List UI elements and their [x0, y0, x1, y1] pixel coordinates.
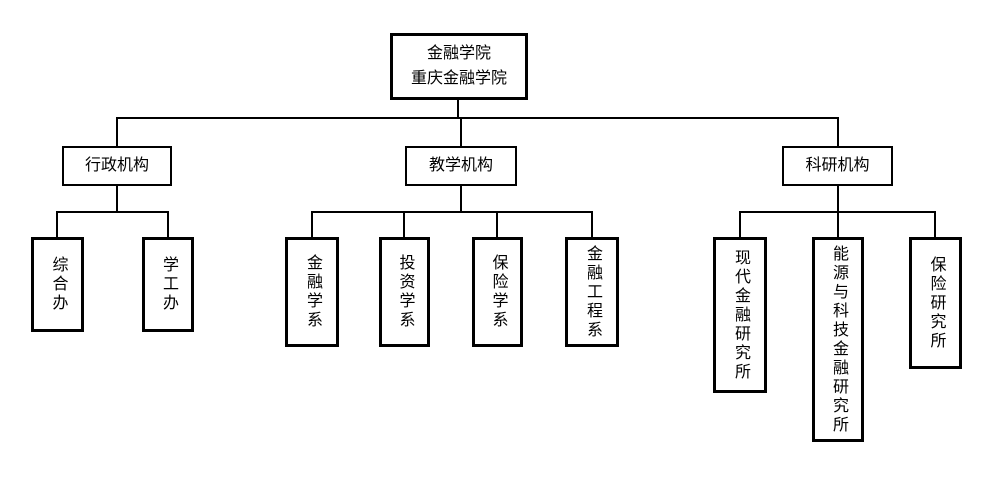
connector-teaching-bus: [311, 211, 593, 213]
connector-drop-student-office: [167, 211, 169, 238]
node-financial-engineering-dept: 金融工程系: [565, 237, 619, 347]
connector-drop-insurance-dept: [496, 211, 498, 238]
node-energy-tech-finance-institute: 能源与科技金融研究所: [812, 237, 864, 442]
node-investment-dept-label: 投资学系: [396, 254, 414, 330]
node-general-office-label: 综合办: [49, 256, 67, 313]
connector-level1-bus: [116, 117, 839, 119]
connector-drop-general-office: [56, 211, 58, 238]
connector-drop-insurance-institute: [934, 211, 936, 238]
node-root-line1: 金融学院: [426, 44, 491, 62]
node-insurance-institute: 保险研究所: [909, 237, 962, 369]
connector-drop-investment-dept: [403, 211, 405, 238]
connector-drop-teaching: [460, 117, 462, 147]
connector-drop-energy-tech-finance-institute: [837, 211, 839, 238]
node-general-office: 综合办: [31, 237, 84, 332]
connector-admin-bus: [56, 211, 169, 213]
node-investment-dept: 投资学系: [379, 237, 430, 347]
node-administrative: 行政机构: [62, 146, 172, 186]
connector-admin-stem: [116, 185, 118, 212]
node-finance-dept-label: 金融学系: [304, 254, 321, 330]
node-root-line2: 重庆金融学院: [410, 69, 507, 87]
node-student-affairs-office-label: 学工办: [160, 256, 177, 313]
connector-drop-research: [837, 117, 839, 147]
connector-root-stem: [457, 100, 459, 118]
connector-research-stem: [837, 185, 839, 212]
connector-drop-financial-engineering-dept: [591, 211, 593, 238]
node-insurance-dept: 保险学系: [472, 237, 523, 347]
node-modern-finance-institute-label: 现代金融研究所: [732, 248, 749, 382]
connector-drop-admin: [116, 117, 118, 147]
node-research: 科研机构: [782, 146, 893, 186]
node-finance-dept: 金融学系: [285, 237, 339, 347]
connector-drop-modern-finance-institute: [739, 211, 741, 238]
connector-teaching-stem: [460, 185, 462, 212]
node-root: 金融学院 重庆金融学院: [390, 33, 528, 100]
node-teaching: 教学机构: [405, 146, 517, 186]
node-energy-tech-finance-institute-label: 能源与科技金融研究所: [830, 244, 847, 435]
node-modern-finance-institute: 现代金融研究所: [713, 237, 767, 393]
node-insurance-dept-label: 保险学系: [489, 254, 507, 330]
node-insurance-institute-label: 保险研究所: [927, 255, 945, 351]
node-financial-engineering-dept-label: 金融工程系: [584, 244, 601, 340]
connector-drop-finance-dept: [311, 211, 313, 238]
node-student-affairs-office: 学工办: [142, 237, 194, 332]
